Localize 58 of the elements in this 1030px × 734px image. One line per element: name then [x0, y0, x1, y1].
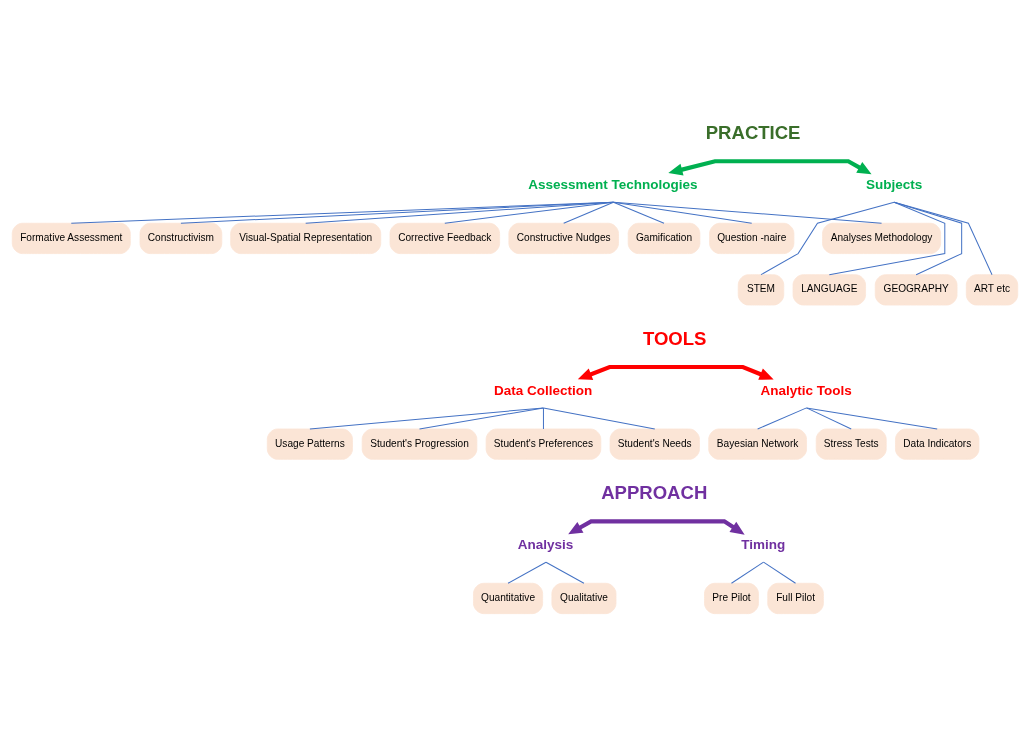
node-box: GEOGRAPHY — [874, 274, 958, 306]
node-box: Gamification — [627, 222, 701, 254]
arrow — [668, 159, 872, 176]
label: TOOLS — [642, 328, 707, 350]
node-text: Data Collection — [494, 383, 593, 399]
connector — [612, 201, 753, 224]
node-box: Student's Progression — [361, 428, 478, 460]
connector — [806, 407, 852, 430]
label: PRACTICE — [705, 122, 801, 144]
node-box: Data Indicators — [895, 428, 980, 460]
node-box: Constructivism — [139, 222, 223, 254]
node-text: Subjects — [865, 177, 923, 193]
node-box: Visual-Spatial Representation — [230, 222, 382, 254]
node-box: Analyses Methodology — [822, 222, 941, 254]
node-box: Full Pilot — [767, 582, 824, 615]
connector — [612, 201, 665, 224]
node-box: STEM — [737, 274, 785, 306]
connector — [309, 407, 544, 430]
connector — [806, 407, 938, 430]
connector — [545, 561, 585, 584]
connector — [763, 561, 797, 584]
connector — [444, 201, 614, 224]
connector — [760, 201, 895, 276]
connector — [893, 201, 963, 276]
connector — [419, 407, 544, 430]
node-box: Quantitative — [473, 582, 544, 615]
node-box: Qualitative — [551, 582, 617, 615]
node-box: Question -naire — [709, 222, 795, 254]
node-box: ART etc — [965, 274, 1019, 306]
node-box: Usage Patterns — [266, 428, 353, 460]
connector — [828, 201, 946, 276]
label: APPROACH — [601, 482, 708, 504]
node-box: Bayesian Network — [708, 428, 807, 460]
connector — [507, 561, 547, 584]
node-text: Assessment Technologies — [528, 177, 698, 193]
node-text: Analysis — [517, 537, 574, 553]
connector — [180, 201, 614, 224]
connector — [542, 407, 656, 430]
node-box: Student's Needs — [609, 428, 700, 460]
node-text: Timing — [741, 537, 786, 553]
node-box: Formative Assessment — [11, 222, 131, 254]
node-box: LANGUAGE — [792, 274, 866, 306]
node-box: Constructive Nudges — [508, 222, 619, 254]
connector — [70, 201, 614, 224]
connector — [563, 201, 614, 224]
connector — [730, 561, 765, 584]
connector — [893, 201, 993, 276]
connector — [757, 407, 808, 430]
node-text: Analytic Tools — [760, 383, 852, 399]
node-box: Student's Preferences — [485, 428, 602, 460]
arrow — [577, 364, 774, 380]
connector — [305, 201, 614, 224]
arrow — [568, 519, 745, 535]
node-box: Pre Pilot — [704, 582, 759, 615]
connector — [542, 407, 544, 430]
connector — [612, 201, 883, 224]
node-box: Stress Tests — [815, 428, 887, 460]
node-box: Corrective Feedback — [389, 222, 501, 254]
